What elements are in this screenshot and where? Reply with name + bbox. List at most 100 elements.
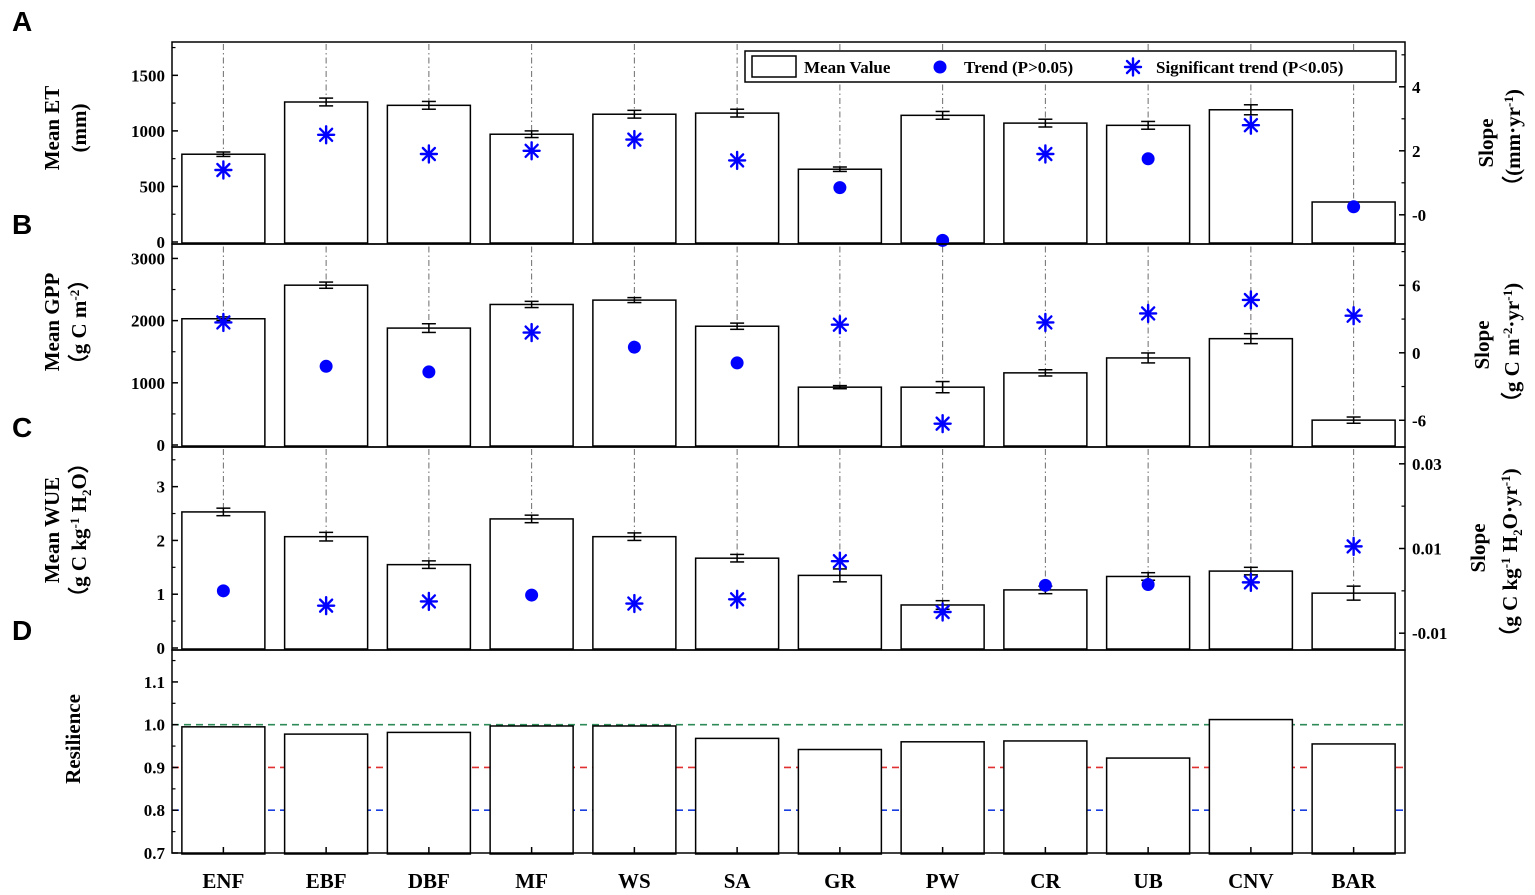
panel-b-significant-marker-cnv [1241, 290, 1261, 310]
marker-stroke [1038, 315, 1053, 330]
panel-b-bar-cnv [1208, 337, 1294, 447]
legend-label-mean-value: Mean Value [804, 58, 891, 77]
marker-stroke [524, 325, 539, 340]
panel-c-significant-marker-ebf [316, 595, 336, 616]
panel-c-trend-marker-mf [525, 588, 539, 602]
panel-c-trend-marker-enf [216, 584, 230, 598]
x-tick-label-gr: GR [824, 869, 856, 893]
panel-c-ylabel-line2-part: （g C kg [67, 528, 91, 608]
panel-b-bar-dbf [386, 327, 472, 447]
panel-d-ytick-label: 0.8 [144, 801, 165, 820]
panel-c-y2label-line1-part: Slope [1466, 523, 1490, 572]
panel-a-ylabel-line1: Mean ET [40, 86, 64, 171]
panel-a-ylabel-line1-part: Mean ET [40, 86, 64, 171]
marker-stroke [1140, 306, 1156, 321]
panel-c-bar-ebf [283, 535, 369, 650]
panel-c-bar-cr [1003, 589, 1088, 650]
panel-c-y2label-line2-part: -1 [1498, 475, 1513, 486]
panel-a-y2tick-label: 4 [1412, 78, 1421, 97]
panel-c-ylabel-line1: Mean WUE [40, 477, 64, 583]
panel-c-significant-marker-pw [933, 602, 952, 622]
x-tick-label-sa: SA [724, 869, 752, 893]
panel-d-frame [171, 649, 1406, 854]
panel-c-bar-gr [797, 574, 883, 650]
x-tick-label-ebf: EBF [306, 869, 347, 893]
marker-stroke [1038, 146, 1053, 162]
panel-b-significant-marker-mf [522, 322, 541, 343]
panel-b-ylabel-line2-part: （g C m [67, 300, 91, 375]
marker-stroke [1346, 308, 1361, 323]
panel-a-trend-marker-bar [1347, 200, 1361, 214]
panel-a-significant-marker-mf [522, 141, 541, 161]
panel-a-bar-pw [900, 114, 985, 244]
panel-b-y2label-line2-part: （g C m [1500, 338, 1524, 413]
x-tick-label-pw: PW [926, 869, 960, 893]
panel-b-trend-marker-ebf [319, 359, 333, 373]
panel-b-y2label-line2-part: -1 [1500, 290, 1515, 301]
marker-stroke [318, 127, 334, 143]
panel-a-ytick-label: 1500 [131, 66, 165, 85]
marker-stroke [729, 153, 745, 168]
marker-stroke [1346, 539, 1361, 554]
panel-c-letter: C [12, 412, 32, 443]
panel-b-bar-enf [181, 318, 266, 447]
panel-a-bar-ub [1105, 124, 1191, 244]
panel-d-bar-cnv [1208, 718, 1294, 855]
marker-stroke [729, 592, 745, 607]
panel-b-ytick-label: 2000 [131, 312, 165, 331]
marker-stroke [627, 596, 642, 611]
panel-b-ytick-label: 3000 [131, 249, 165, 268]
panel-d-ytick-label: 0.7 [144, 844, 166, 863]
panel-a-ylabel-line2-part: (mm) [67, 104, 91, 153]
panel-c-y2tick-label: -0.01 [1412, 624, 1447, 643]
panel-a-trend-marker-pw [936, 233, 950, 247]
panel-a-bar-sa [694, 112, 780, 244]
panel-c-y2label-line2-part: 2 [1510, 529, 1525, 536]
panel-a-letter: A [12, 6, 32, 37]
panel-a-trend-marker-ub [1141, 152, 1155, 166]
panel-c-significant-marker-cnv [1241, 572, 1261, 593]
panel-b-bar-ws [592, 299, 677, 447]
marker-stroke [216, 315, 231, 330]
panel-a-significant-marker-cnv [1241, 115, 1261, 135]
x-tick-label-dbf: DBF [408, 869, 450, 893]
panel-a-significant-marker-ebf [316, 125, 336, 145]
panel-b-y2label-line2-part: -2 [1500, 328, 1515, 339]
panel-b-bar-cr [1003, 372, 1088, 447]
panel-b-trend-marker-dbf [422, 365, 436, 379]
panel-c-y2label-line1: Slope [1466, 523, 1490, 572]
marker-stroke [318, 598, 334, 613]
panel-b-ytick-label: 1000 [131, 374, 165, 393]
panel-b-y2label-line2: （g C m-2·yr-1) [1500, 283, 1524, 413]
panel-a-y2label-line2: （(mm·yr-1) [1501, 89, 1525, 197]
panel-b-ylabel-line1-part: Mean GPP [40, 273, 64, 372]
panel-c-y2label-line2-part: H [1498, 536, 1522, 558]
panel-c-y2label-line2-part: O·yr [1498, 486, 1522, 529]
panel-b-bar-ub [1105, 357, 1191, 447]
marker-stroke [935, 416, 950, 431]
marker-stroke [524, 143, 539, 159]
legend-swatch-trend [933, 60, 947, 74]
panel-c-bar-mf [489, 518, 574, 650]
panel-c-y2label-line2-part: -1 [1498, 557, 1513, 568]
panel-a-y2tick-label: -0 [1412, 206, 1426, 225]
marker-stroke [421, 594, 437, 609]
panel-c-significant-marker-dbf [419, 591, 439, 612]
panel-c-y2label-line2: （g C kg-1 H2O·yr-1) [1498, 468, 1525, 647]
panel-c-ytick-label: 3 [157, 478, 166, 497]
panel-b-y2label-line1: Slope [1470, 320, 1494, 369]
panel-d-ylabel-part: Resilience [61, 694, 85, 784]
panel-a-significant-marker-sa [727, 150, 747, 171]
legend-swatch-significant [1123, 57, 1143, 77]
x-tick-label-ub: UB [1134, 869, 1163, 893]
panel-a-y2label-line2-part: -1 [1501, 96, 1516, 107]
x-tick-label-bar: BAR [1331, 869, 1376, 893]
panel-c-ytick-label: 2 [157, 531, 166, 550]
panel-a-ylabel-line2: (mm) [67, 104, 91, 153]
panel-c-ytick-label: 0 [157, 639, 166, 658]
panel-a-y2label-line1: Slope [1474, 118, 1498, 167]
panel-c-y2tick-label: 0.01 [1412, 540, 1442, 559]
panel-c-y2label-line2-part: （g C kg [1498, 568, 1522, 648]
panel-b-y2tick-label: -6 [1412, 411, 1426, 430]
